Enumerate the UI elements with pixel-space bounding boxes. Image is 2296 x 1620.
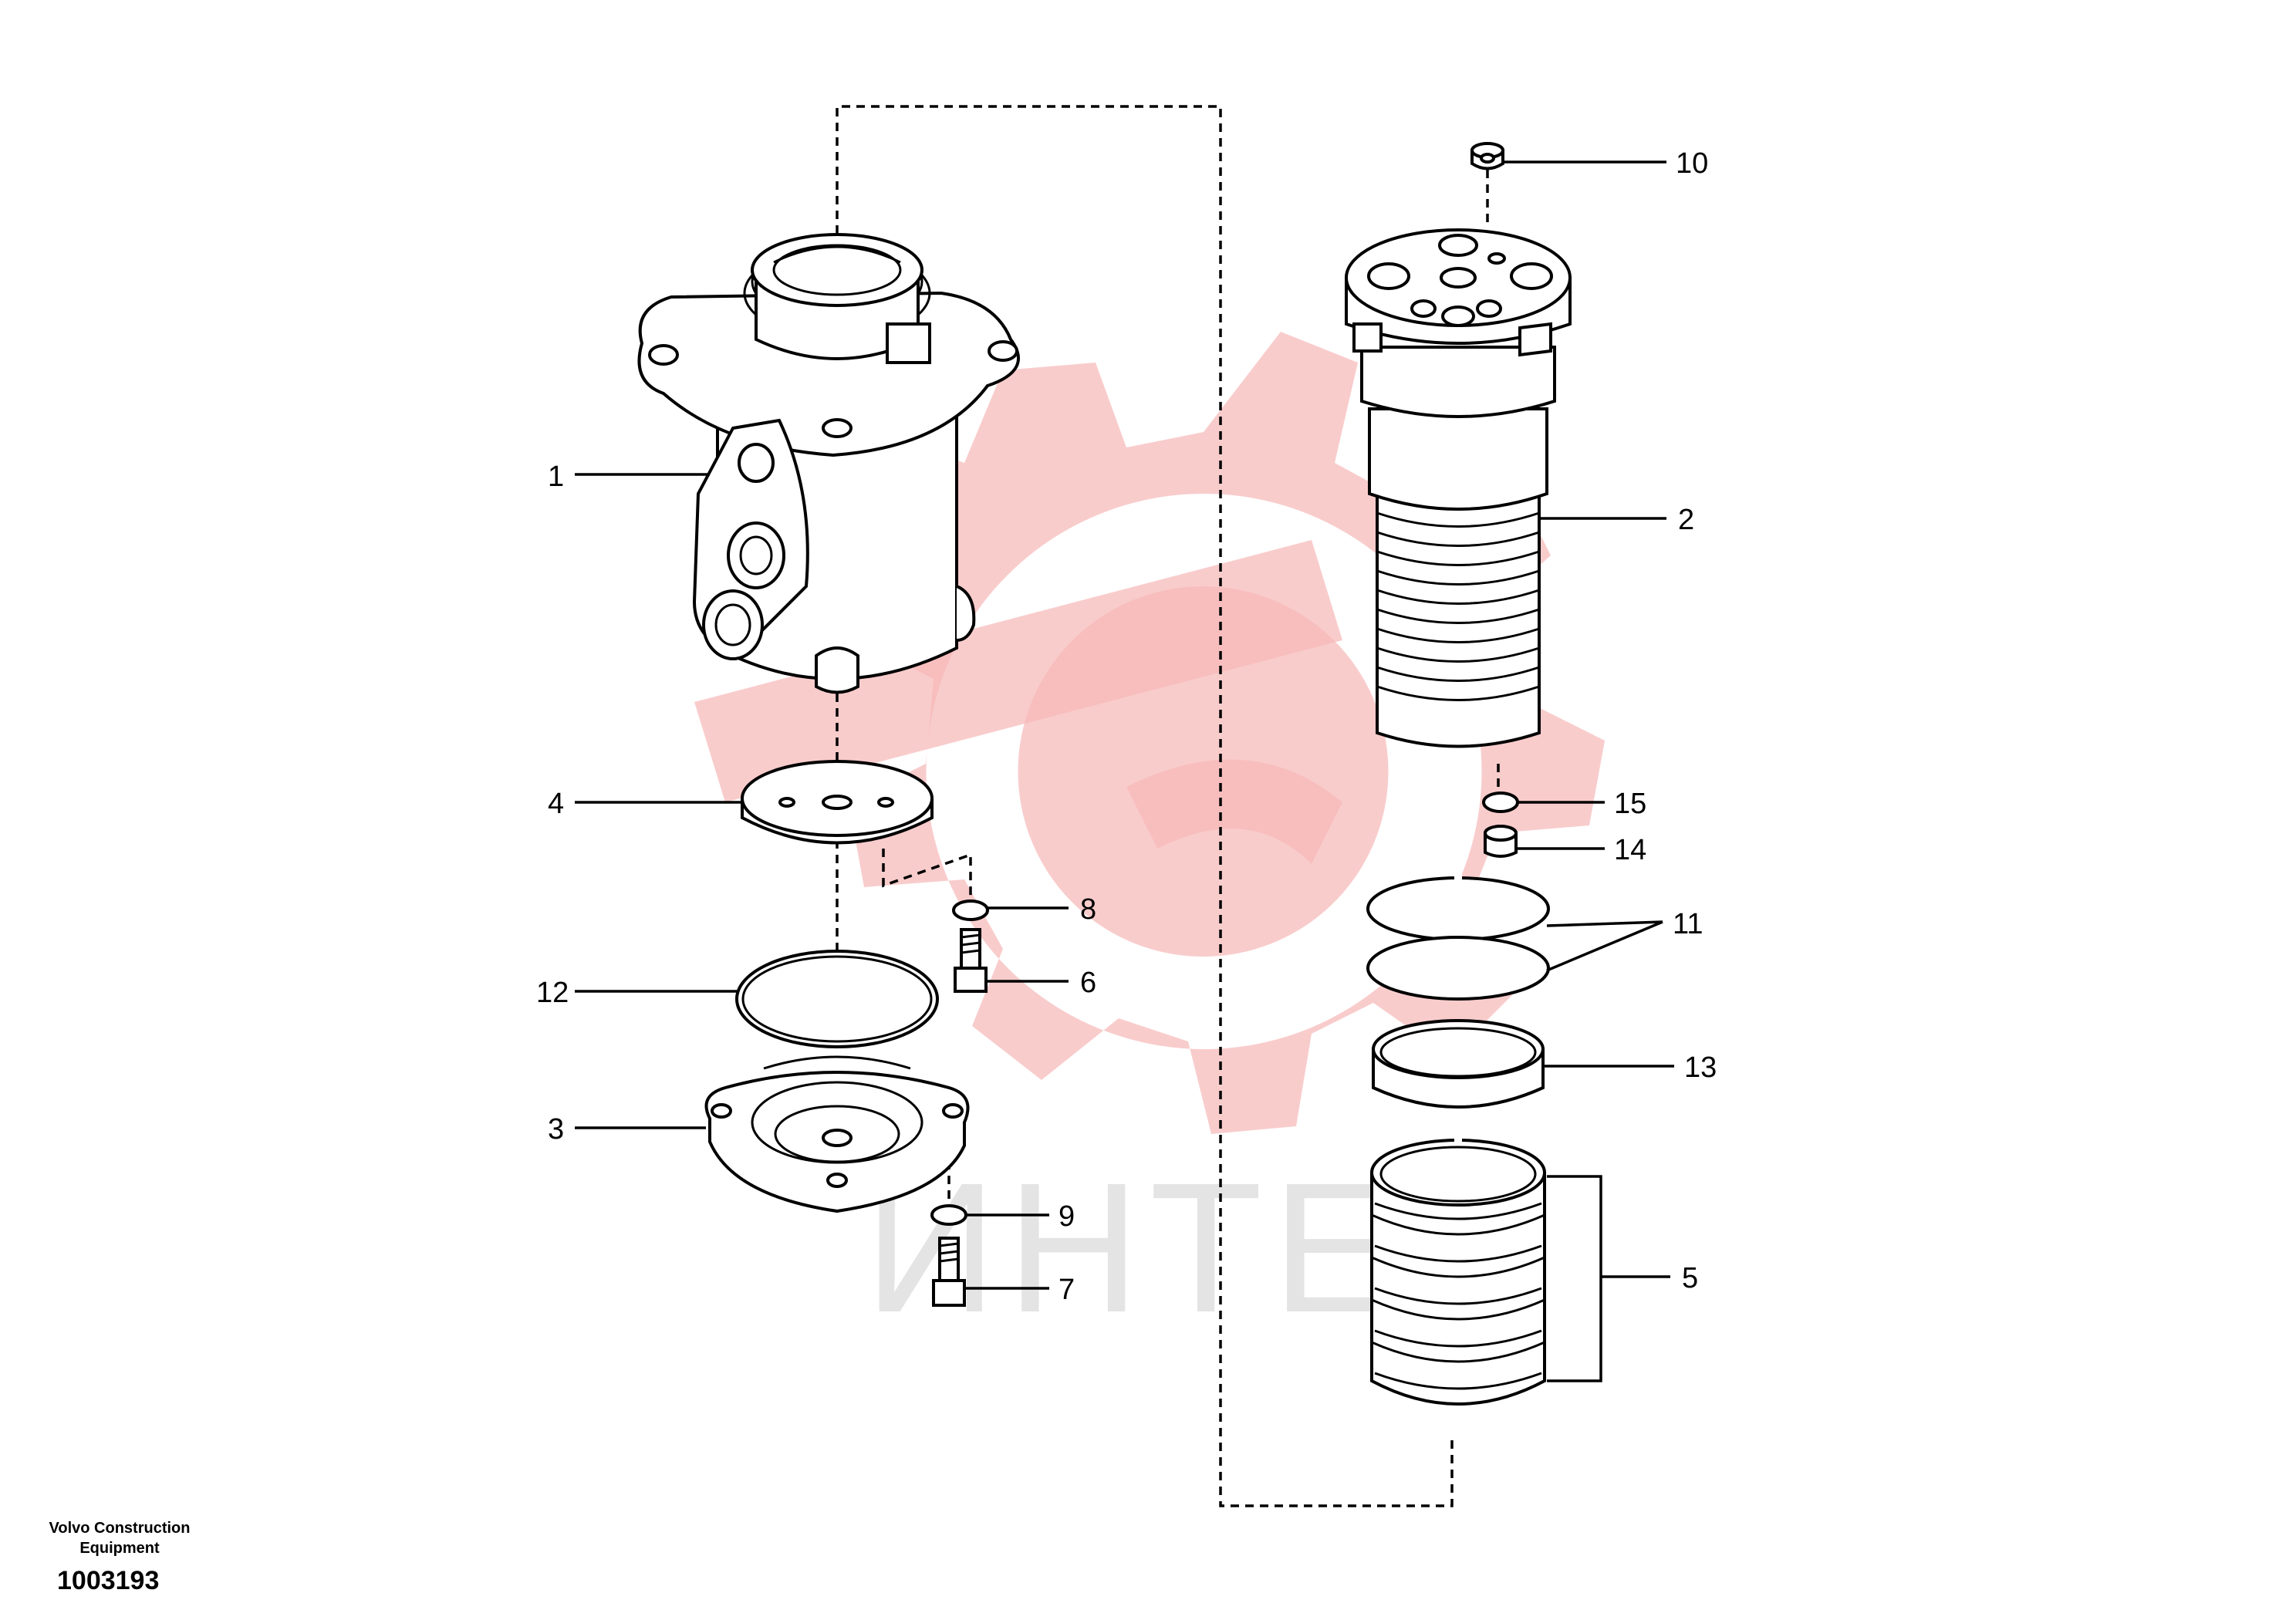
document-code: 1003193 bbox=[57, 1566, 160, 1595]
part-4-plate bbox=[741, 760, 934, 845]
callout-13: 13 bbox=[1684, 1051, 1717, 1084]
callout-12: 12 bbox=[536, 977, 569, 1009]
watermark-diagonal-band bbox=[694, 540, 1342, 802]
callout-10: 10 bbox=[1676, 147, 1708, 180]
part-13-sleeve bbox=[1372, 1019, 1545, 1109]
part-14-plug bbox=[1484, 825, 1518, 858]
maker-caption: Volvo Construction Equipment bbox=[49, 1520, 191, 1557]
part-2-spool bbox=[1345, 228, 1572, 748]
callout-3: 3 bbox=[548, 1113, 564, 1146]
callout-14: 14 bbox=[1614, 834, 1646, 866]
part-15-o-ring bbox=[1482, 791, 1519, 813]
part-6-bolt bbox=[954, 928, 988, 993]
part-10-plug bbox=[1470, 142, 1504, 170]
callout-11: 11 bbox=[1673, 908, 1703, 940]
leader-lines bbox=[575, 160, 1674, 1382]
callout-9: 9 bbox=[1059, 1200, 1075, 1233]
part-11-rings bbox=[1366, 872, 1550, 1001]
part-12-o-ring bbox=[735, 950, 939, 1048]
dashed-screw-8-link bbox=[882, 849, 972, 904]
callout-labels: 1 2 3 4 5 6 7 8 9 10 11 12 13 14 15 bbox=[536, 147, 1717, 1306]
part-9-washer bbox=[930, 1204, 967, 1226]
part-3-cover bbox=[704, 1055, 970, 1213]
part-8-washer bbox=[952, 899, 989, 921]
callout-1: 1 bbox=[548, 461, 564, 493]
callout-8: 8 bbox=[1080, 893, 1096, 926]
callout-15: 15 bbox=[1614, 788, 1646, 820]
callout-5: 5 bbox=[1682, 1262, 1698, 1294]
callout-4: 4 bbox=[548, 788, 564, 820]
part-5-seal-stack bbox=[1370, 1133, 1546, 1406]
dashed-frame-line bbox=[836, 105, 1454, 1507]
callout-7: 7 bbox=[1059, 1274, 1075, 1306]
part-1-housing bbox=[637, 233, 1020, 694]
callout-6: 6 bbox=[1080, 967, 1096, 999]
part-7-bolt bbox=[932, 1237, 966, 1307]
watermark-arc bbox=[1126, 759, 1342, 864]
callout-2: 2 bbox=[1678, 504, 1694, 536]
